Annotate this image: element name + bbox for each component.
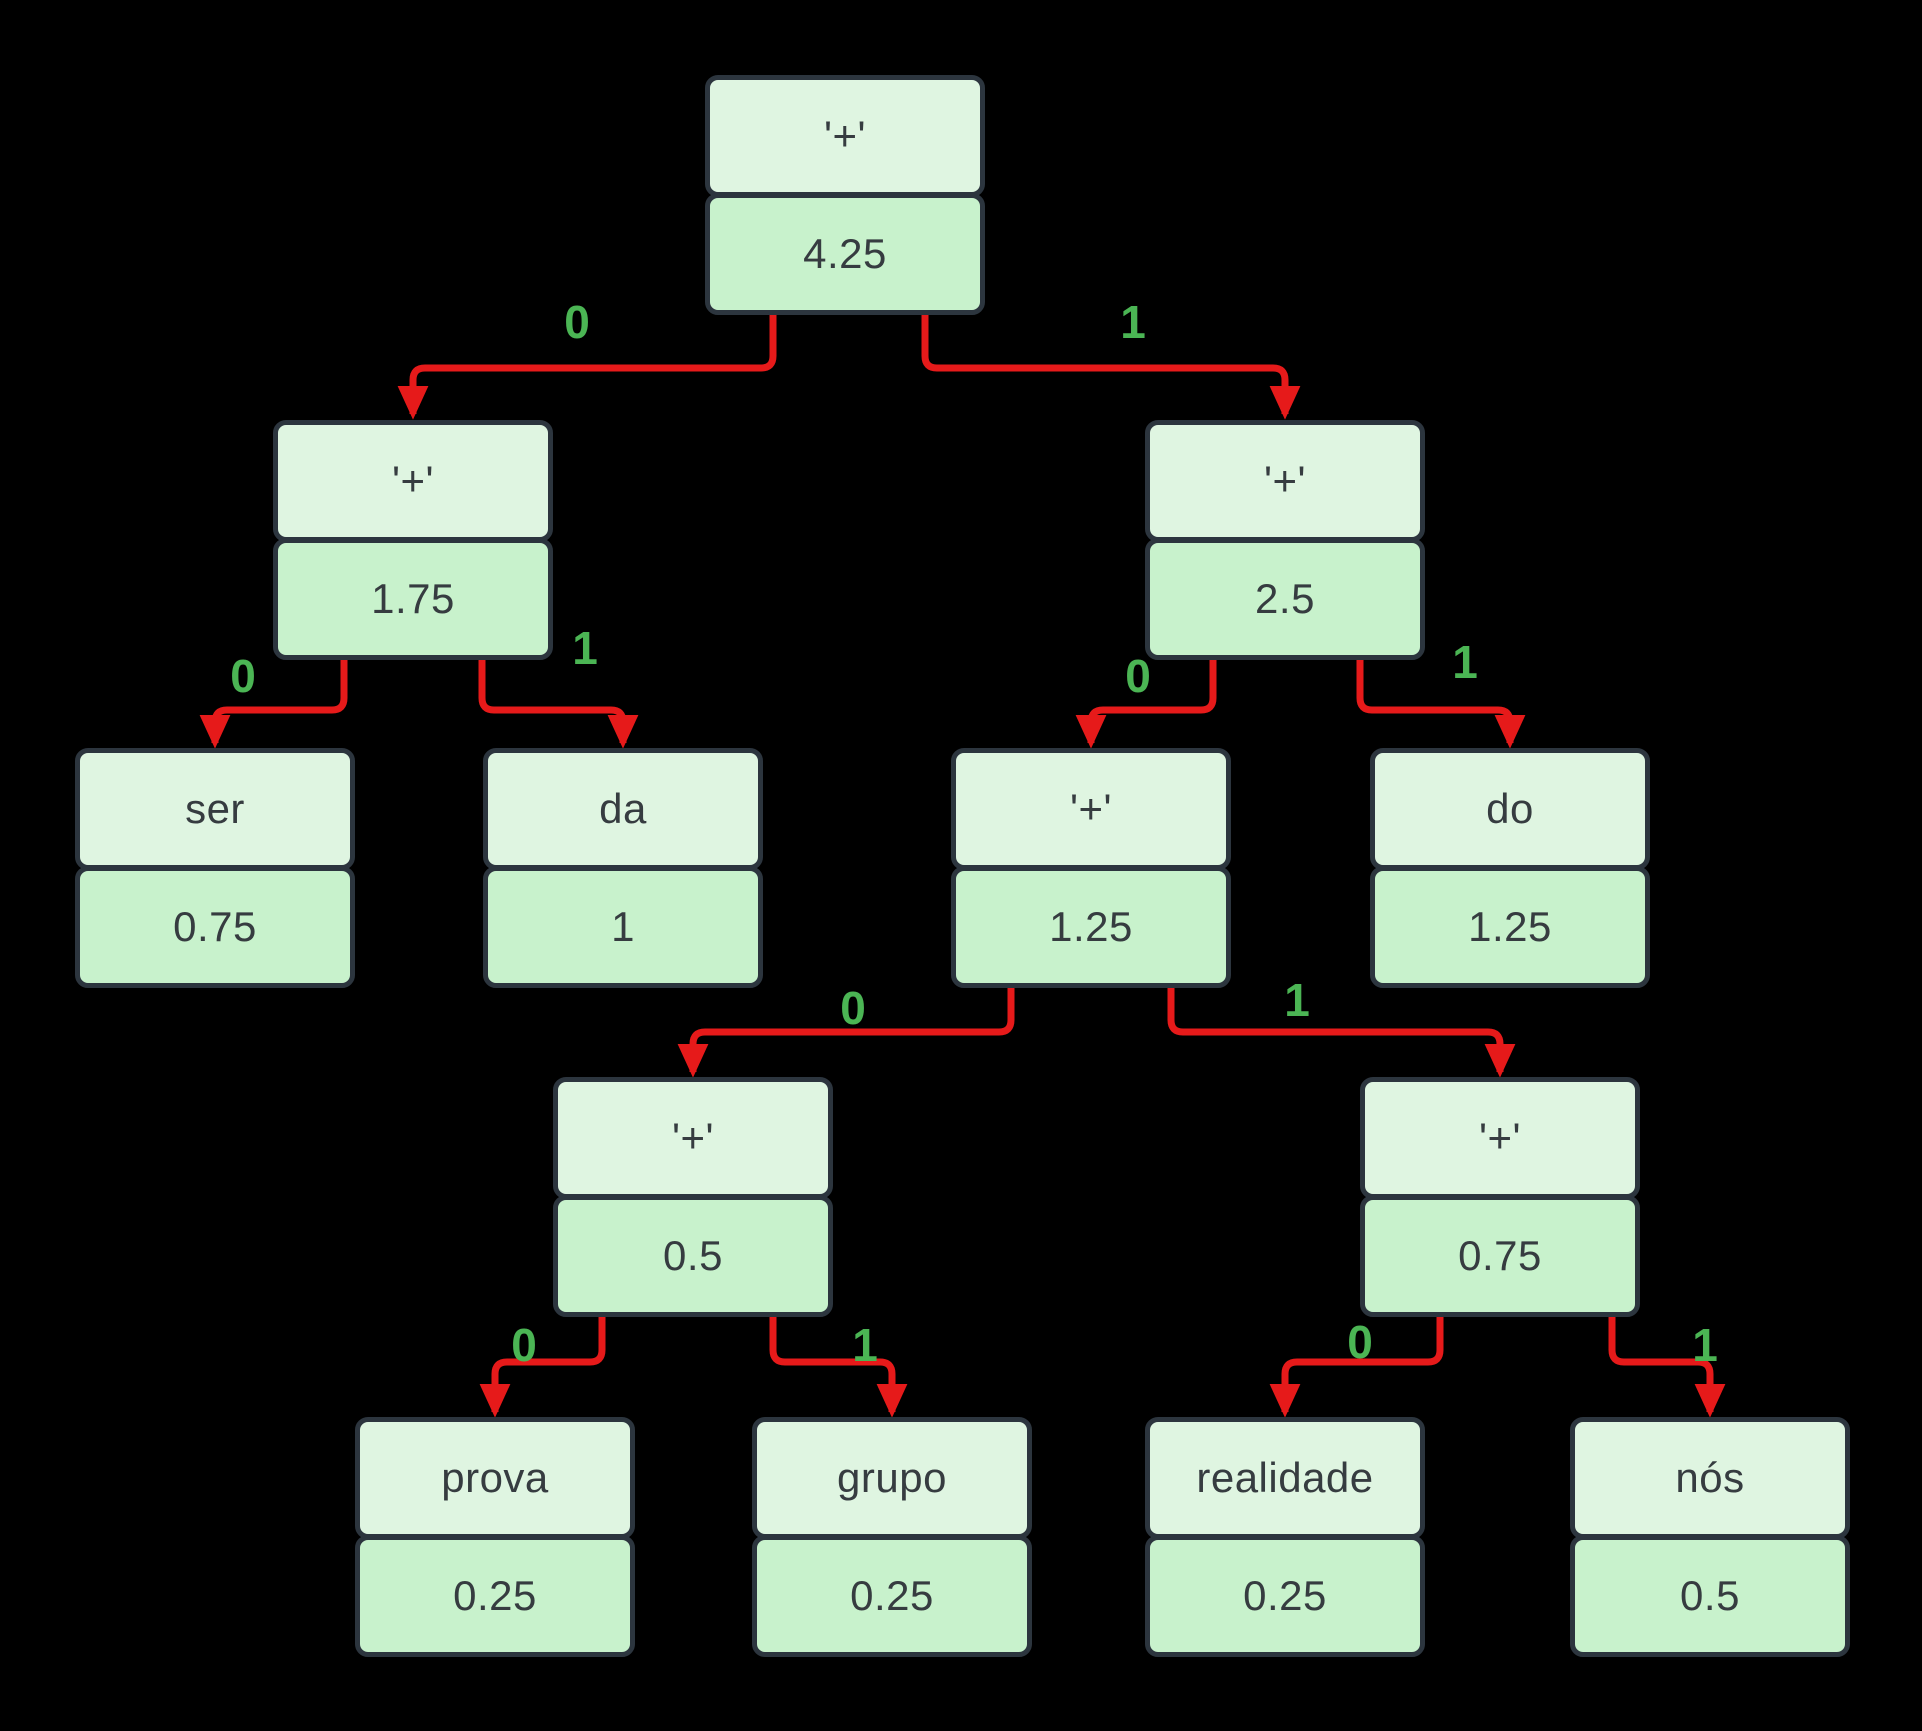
node-nos-value: 0.5 <box>1570 1535 1850 1657</box>
node-da: da 1 <box>483 748 763 988</box>
edge-01-icon <box>478 660 639 749</box>
edge-bit-prova: 0 <box>511 1319 537 1371</box>
edge-11-icon <box>1356 660 1526 749</box>
edge-1010-icon <box>1269 1317 1444 1418</box>
node-plus-1-75-label: '+' <box>273 420 553 542</box>
node-nos-label: nós <box>1570 1417 1850 1539</box>
edge-bit-nos: 1 <box>1692 1319 1718 1371</box>
edge-10-icon <box>1075 660 1217 749</box>
node-plus-0-75-label: '+' <box>1360 1077 1640 1199</box>
node-realidade-label: realidade <box>1145 1417 1425 1539</box>
node-ser: ser 0.75 <box>75 748 355 988</box>
node-grupo-label: grupo <box>752 1417 1032 1539</box>
node-prova-label: prova <box>355 1417 635 1539</box>
edge-00-icon <box>199 660 348 749</box>
node-realidade: realidade 0.25 <box>1145 1417 1425 1657</box>
node-plus-1-25-label: '+' <box>951 748 1231 870</box>
node-root-label: '+' <box>705 75 985 197</box>
node-prova: prova 0.25 <box>355 1417 635 1657</box>
node-plus-1-75-value: 1.75 <box>273 538 553 660</box>
edge-bit-plus-0-75: 1 <box>1284 974 1310 1026</box>
node-da-label: da <box>483 748 763 870</box>
node-ser-value: 0.75 <box>75 866 355 988</box>
node-plus-2-5: '+' 2.5 <box>1145 420 1425 660</box>
node-plus-1-75: '+' 1.75 <box>273 420 553 660</box>
node-prova-value: 0.25 <box>355 1535 635 1657</box>
node-nos: nós 0.5 <box>1570 1417 1850 1657</box>
node-do: do 1.25 <box>1370 748 1650 988</box>
node-ser-label: ser <box>75 748 355 870</box>
node-plus-0-5-value: 0.5 <box>553 1195 833 1317</box>
node-plus-0-75-value: 0.75 <box>1360 1195 1640 1317</box>
node-da-value: 1 <box>483 866 763 988</box>
node-root-value: 4.25 <box>705 193 985 315</box>
edge-bit-da: 1 <box>572 622 598 674</box>
node-do-value: 1.25 <box>1370 866 1650 988</box>
edge-bit-grupo: 1 <box>852 1319 878 1371</box>
edge-100-icon <box>677 988 1015 1078</box>
edge-bit-plus-0-5: 0 <box>840 982 866 1034</box>
edge-bit-do: 1 <box>1452 636 1478 688</box>
node-grupo-value: 0.25 <box>752 1535 1032 1657</box>
node-do-label: do <box>1370 748 1650 870</box>
edge-1-icon <box>921 315 1301 420</box>
node-root: '+' 4.25 <box>705 75 985 315</box>
node-plus-0-5: '+' 0.5 <box>553 1077 833 1317</box>
edge-bit-plus-1-25: 0 <box>1125 650 1151 702</box>
edge-bit-root-right: 1 <box>1120 296 1146 348</box>
node-plus-2-5-label: '+' <box>1145 420 1425 542</box>
edge-1011-icon <box>1608 1317 1726 1418</box>
edge-1000-icon <box>479 1317 606 1418</box>
node-plus-1-25: '+' 1.25 <box>951 748 1231 988</box>
node-plus-0-5-label: '+' <box>553 1077 833 1199</box>
edge-bit-ser: 0 <box>230 650 256 702</box>
edge-101-icon <box>1167 988 1516 1078</box>
node-realidade-value: 0.25 <box>1145 1535 1425 1657</box>
node-plus-2-5-value: 2.5 <box>1145 538 1425 660</box>
edge-bit-root-left: 0 <box>564 296 590 348</box>
edge-1001-icon <box>769 1317 908 1418</box>
edge-bit-realidade: 0 <box>1347 1316 1373 1368</box>
edge-0-icon <box>397 315 777 420</box>
node-plus-0-75: '+' 0.75 <box>1360 1077 1640 1317</box>
node-grupo: grupo 0.25 <box>752 1417 1032 1657</box>
node-plus-1-25-value: 1.25 <box>951 866 1231 988</box>
